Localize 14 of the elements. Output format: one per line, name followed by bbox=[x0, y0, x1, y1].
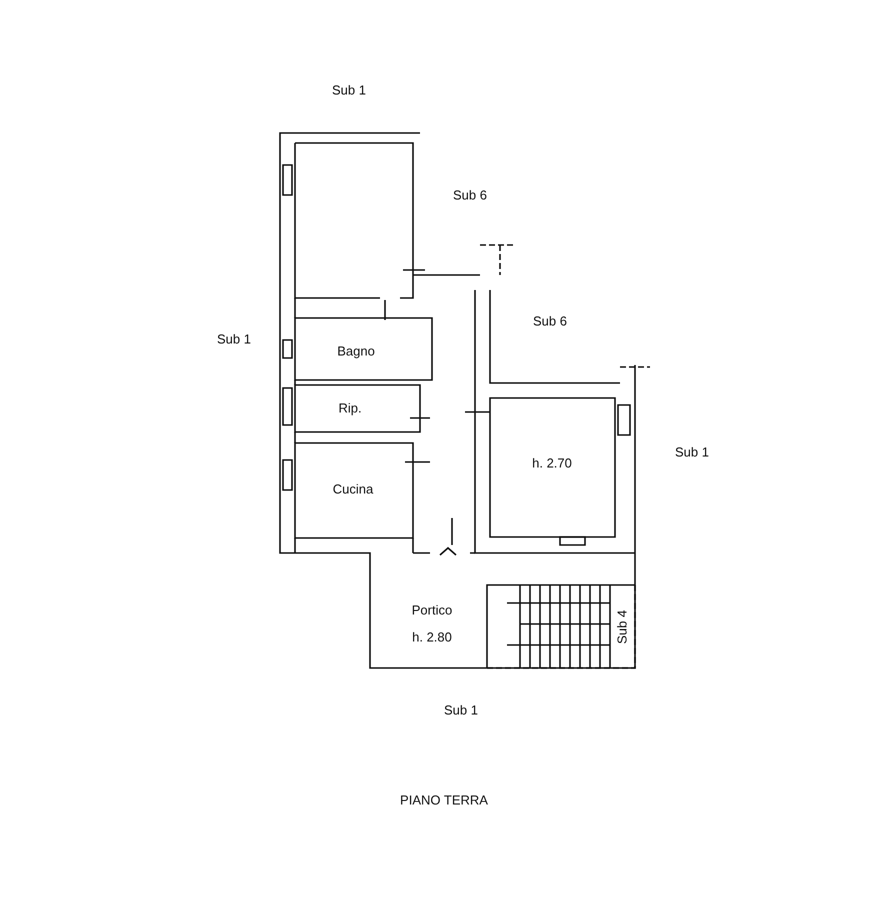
area-label: Sub 4 bbox=[614, 610, 630, 644]
area-label: Sub 6 bbox=[453, 188, 487, 202]
area-label: Sub 6 bbox=[533, 314, 567, 328]
room-label: Bagno bbox=[337, 344, 375, 358]
area-label: Sub 1 bbox=[217, 332, 251, 346]
floor-caption: PIANO TERRA bbox=[400, 792, 488, 808]
area-label: Sub 1 bbox=[332, 82, 366, 98]
height-label: h. 2.70 bbox=[532, 456, 572, 470]
room-label: Cucina bbox=[332, 482, 374, 496]
area-label: Sub 1 bbox=[444, 702, 478, 718]
room-label: Portico bbox=[412, 602, 452, 618]
height-label: h. 2.80 bbox=[412, 630, 452, 644]
room-label: Rip. bbox=[338, 400, 362, 416]
area-label: Sub 1 bbox=[675, 444, 709, 460]
